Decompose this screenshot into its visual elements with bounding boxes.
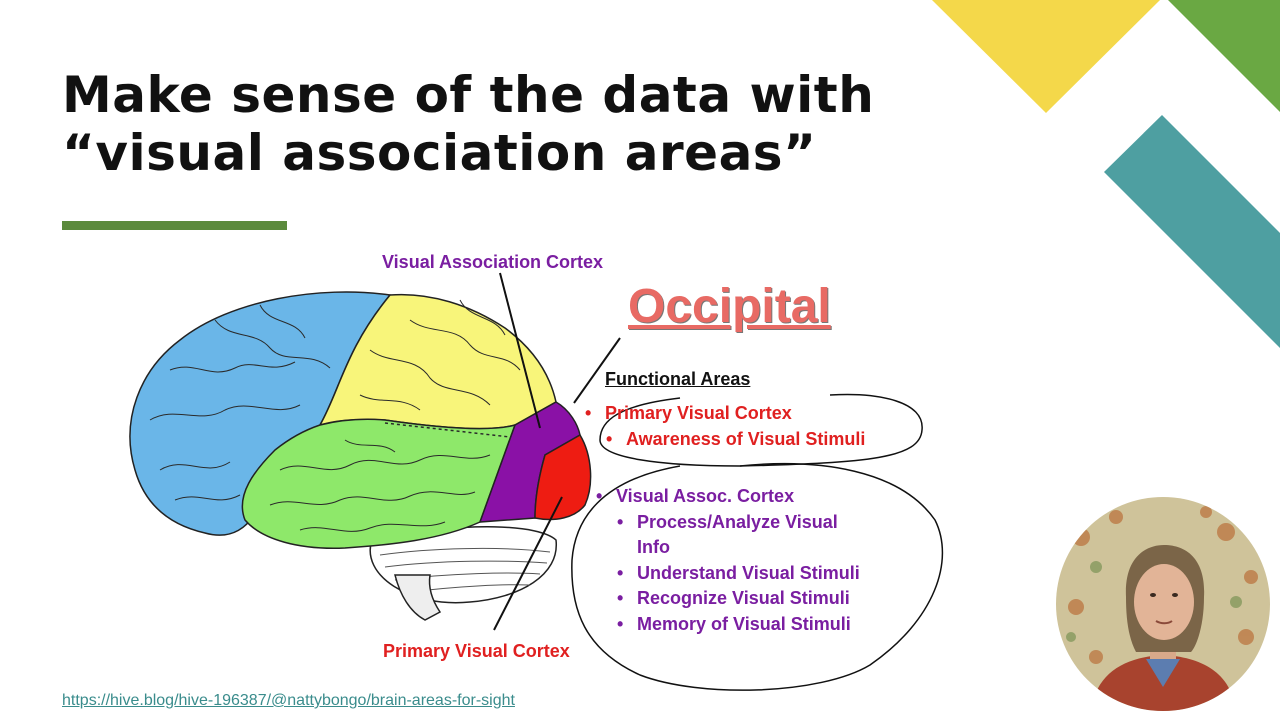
bullet-icon: • [596,486,603,506]
bullet-icon: • [606,428,613,449]
lobe-boundary-dotted [384,422,511,438]
presenter-video-icon [1056,497,1270,711]
list-item: • Primary Visual Cortex [585,401,865,427]
label-visual-association-cortex: Visual Association Cortex [382,252,604,272]
list-item: • Memory of Visual Stimuli [596,612,860,638]
presenter-face [1134,564,1194,640]
title-line-1: Make sense of the data with [62,66,875,124]
list-item: • Recognize Visual Stimuli [596,586,860,612]
list-item-label: Memory of Visual Stimuli [637,613,851,634]
occipital-heading: Occipital [628,280,831,333]
source-link[interactable]: https://hive.blog/hive-196387/@nattybong… [62,692,515,709]
pointer-association [499,272,541,429]
list-item-label: Visual Assoc. Cortex [616,486,795,506]
list-item-label: Awareness of Visual Stimuli [626,428,866,449]
association-oval [571,462,944,691]
list-item-label: Process/Analyze Visual [637,511,838,532]
list-item: • Visual Assoc. Cortex [596,484,860,510]
teal-band [1104,115,1280,348]
slide-title: Make sense of the data with “visual asso… [62,66,874,182]
primary-visual-region [534,433,592,521]
bullet-icon: • [585,403,592,423]
bullet-icon: • [617,562,624,583]
list-item: • Awareness of Visual Stimuli [585,427,865,453]
list-item-label: Info [637,537,670,557]
label-primary-visual-cortex: Primary Visual Cortex [383,641,570,661]
brain-gyri [149,299,521,532]
yellow-triangle [932,0,1160,113]
bullet-icon: • [617,588,624,608]
pointer-occipital [573,337,621,404]
primary-visual-list: • Primary Visual Cortex • Awareness of Vis… [585,401,865,452]
list-item: • Process/Analyze Visual [596,510,860,536]
green-triangle [1168,0,1280,112]
brainstem [394,574,442,621]
list-item-label: Understand Visual Stimuli [637,562,860,583]
list-item-label: Recognize Visual Stimuli [637,588,850,608]
pointer-primary [493,496,563,631]
presenter-video [1056,497,1270,711]
list-item-continued: Info [596,535,860,561]
primary-oval [599,393,923,467]
title-line-2: “visual association areas” [62,124,817,182]
list-item: • Understand Visual Stimuli [596,561,860,587]
bullet-icon: • [617,613,624,634]
bullet-icon: • [617,511,624,532]
temporal-lobe [241,418,517,549]
functional-areas-heading: Functional Areas [605,369,751,389]
list-item-label: Primary Visual Cortex [605,403,792,423]
title-underline-bar [62,221,287,230]
association-list: • Visual Assoc. Cortex • Process/Analyze V… [596,484,860,637]
curtain-pattern [1068,506,1258,664]
